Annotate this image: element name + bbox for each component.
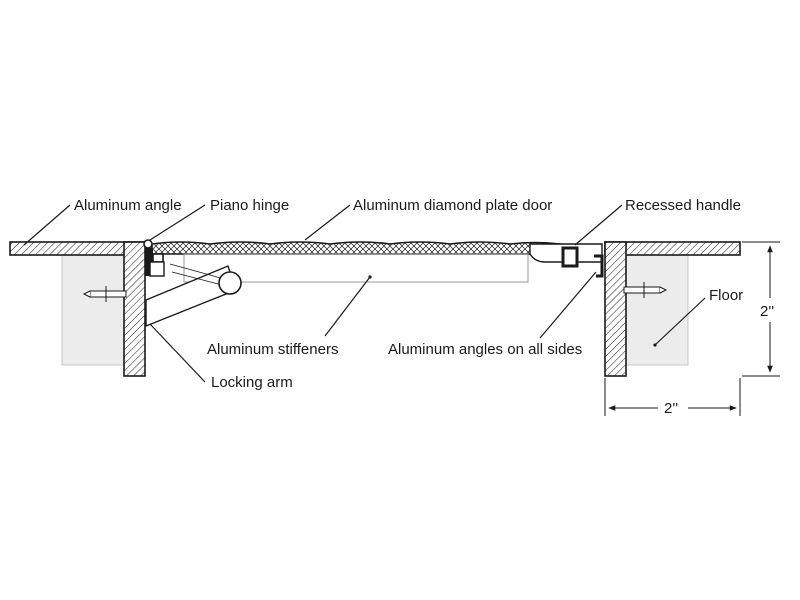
horizontal-dimension-label: 2'' (664, 400, 678, 417)
stiffener-dot (368, 275, 372, 279)
left-angle-leg (123, 241, 146, 377)
label-diamond-plate-door: Aluminum diamond plate door (353, 197, 552, 214)
vertical-dimension (742, 241, 780, 377)
vertical-dimension-label: 2'' (760, 303, 774, 320)
leader-diamond-plate-door (304, 204, 351, 241)
leader-floor (654, 297, 706, 346)
label-aluminum-angle: Aluminum angle (74, 197, 182, 214)
label-recessed-handle: Recessed handle (625, 197, 741, 214)
right-anchor-bolt (623, 282, 668, 298)
label-floor: Floor (709, 287, 743, 304)
floor-dot (653, 343, 657, 347)
left-anchor-bolt (82, 286, 127, 302)
label-piano-hinge: Piano hinge (210, 197, 289, 214)
label-angles-all-sides: Aluminum angles on all sides (388, 341, 582, 358)
recessed-handle (561, 246, 579, 268)
leader-stiffeners (324, 276, 371, 337)
horizontal-dimension (604, 378, 741, 416)
door-angle-right (594, 254, 604, 278)
leader-angles-all-sides (539, 271, 597, 339)
leader-locking-arm (149, 323, 206, 383)
leader-recessed-handle (574, 204, 623, 246)
diamond-plate-door (151, 241, 561, 255)
locking-arm (145, 263, 242, 328)
leader-piano-hinge (149, 204, 206, 241)
right-angle-leg (604, 241, 627, 377)
label-stiffeners: Aluminum stiffeners (207, 341, 338, 358)
piano-hinge (143, 239, 165, 277)
leader-aluminum-angle (23, 204, 71, 246)
label-locking-arm: Locking arm (211, 374, 293, 391)
